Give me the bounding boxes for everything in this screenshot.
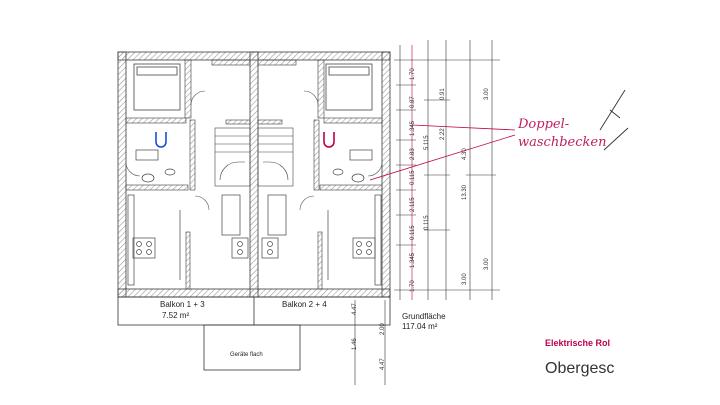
inner-walls <box>125 59 383 290</box>
geraete-box <box>203 324 301 371</box>
staircases <box>214 127 294 187</box>
balconies <box>117 296 391 326</box>
dim-col2-1: 2.22 <box>440 128 446 140</box>
handwritten-note: Doppel- waschbecken <box>518 117 607 150</box>
dim-col2-4: 5.115 <box>424 135 430 150</box>
beds <box>133 63 373 111</box>
dim-left-3: 4.47 <box>380 358 386 370</box>
dim-left-0: 4.47 <box>352 303 358 315</box>
dim-col1-2: 1.345 <box>410 120 416 136</box>
balkon-left-label: Balkon 1 + 3 <box>160 300 205 309</box>
dim-col1-0: 1.70 <box>410 68 416 80</box>
kitchen-furniture <box>127 194 382 286</box>
dim-col2-6: 3.00 <box>462 273 468 285</box>
dim-col1-4: 0.115 <box>410 170 416 185</box>
dim-col2-5: 0.115 <box>424 215 430 230</box>
dim-left-2: 2.00 <box>380 323 386 335</box>
dim-col3-1: 3.00 <box>484 258 490 270</box>
dim-col2-2: 4.30 <box>462 148 468 160</box>
annotation-lines <box>369 124 516 181</box>
party-wall <box>249 51 259 298</box>
dim-col2-0: 0.91 <box>440 88 446 100</box>
washbasin-marks <box>155 132 335 148</box>
handwritten-mark <box>599 89 629 151</box>
dimension-lines <box>354 40 500 385</box>
dim-col2-3: 13.30 <box>462 184 468 200</box>
dim-col1-7: 1.345 <box>410 252 416 268</box>
door-swings <box>125 90 383 211</box>
dim-left-1: 1.46 <box>352 338 358 350</box>
dim-col1-5: 2.115 <box>410 197 416 212</box>
dim-col1-1: 0.87 <box>410 96 416 108</box>
dim-col1-6: 0.115 <box>410 225 416 240</box>
balkon-left-area: 7.52 m² <box>162 311 190 320</box>
dimension-ticks <box>396 84 496 246</box>
dim-col1-8: 1.70 <box>410 280 416 292</box>
dim-col3-0: 3.00 <box>484 88 490 100</box>
brand-text: Elektrische Rol <box>545 338 611 348</box>
geraete-label: Geräte flach <box>230 352 263 358</box>
floor-title: Obergesc <box>545 360 615 377</box>
bathroom-fixtures <box>135 149 373 183</box>
balkon-right-label: Balkon 2 + 4 <box>282 300 327 309</box>
grundflaeche-label: Grundfläche <box>402 312 446 321</box>
grundflaeche-area: 117.04 m² <box>402 322 438 331</box>
dim-col1-3: 2.83 <box>410 148 416 160</box>
